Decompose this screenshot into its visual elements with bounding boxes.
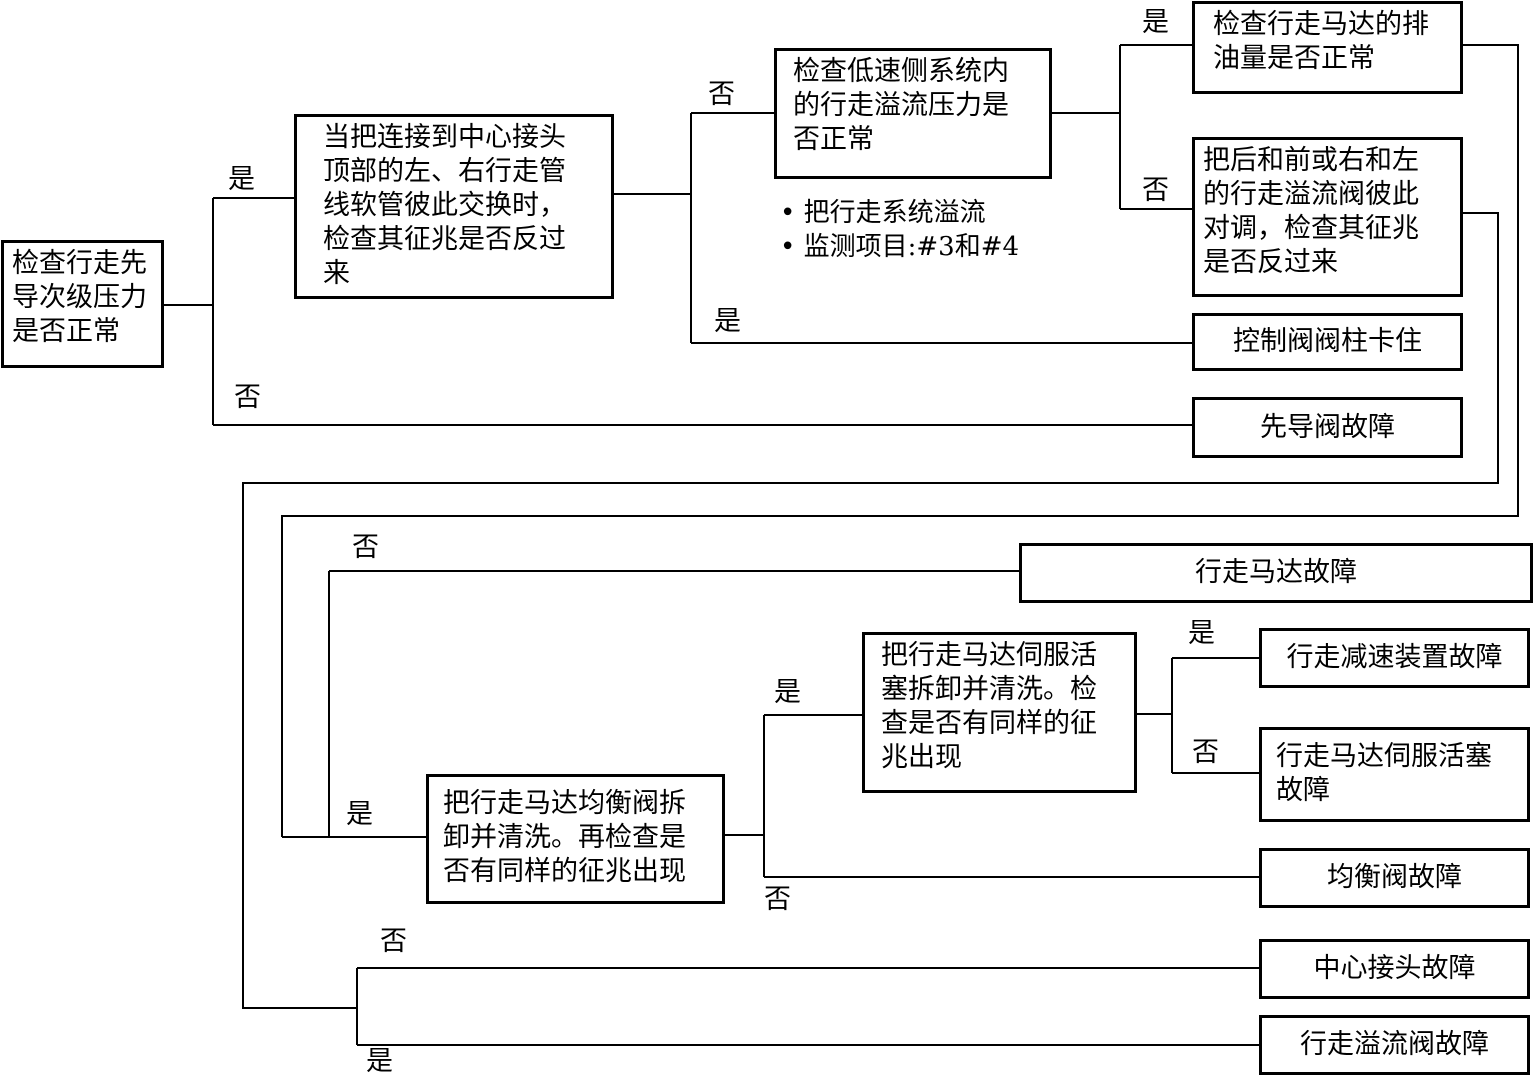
note-item: 监测项目:#3和#4 bbox=[780, 230, 1019, 264]
pilot-fault-box: 先导阀故障 bbox=[1192, 397, 1463, 458]
servo-clean-box: 把行走马达伺服活 塞拆卸并清洗。检 查是否有同样的征 兆出现 bbox=[862, 632, 1137, 793]
relief-fault-box: 行走溢流阀故障 bbox=[1259, 1015, 1530, 1075]
spool-stuck-box: 控制阀阀柱卡住 bbox=[1192, 313, 1463, 371]
yes-label: 是 bbox=[228, 164, 255, 195]
motor-fault-box: 行走马达故障 bbox=[1019, 543, 1533, 603]
yes-label: 是 bbox=[1142, 7, 1169, 38]
yes-label: 是 bbox=[714, 306, 741, 337]
note-item: 把行走系统溢流 bbox=[780, 196, 1019, 230]
no-label: 否 bbox=[352, 532, 379, 563]
no-label: 否 bbox=[380, 926, 407, 957]
swap-hoses-box: 当把连接到中心接头 顶部的左、右行走管 线软管彼此交换时， 检查其征兆是否反过 … bbox=[294, 114, 614, 299]
no-label: 否 bbox=[1142, 175, 1169, 206]
swap-relief-valves-box: 把后和前或右和左 的行走溢流阀彼此 对调，检查其征兆 是否反过来 bbox=[1192, 137, 1463, 297]
start-box: 检查行走先 导次级压力 是否正常 bbox=[1, 240, 164, 368]
motor-drain-box: 检查行走马达的排 油量是否正常 bbox=[1192, 1, 1463, 94]
servo-fault-box: 行走马达伺服活塞 故障 bbox=[1259, 727, 1530, 822]
reducer-fault-box: 行走减速装置故障 bbox=[1259, 628, 1530, 688]
low-side-relief-box: 检查低速侧系统内 的行走溢流压力是 否正常 bbox=[774, 48, 1052, 179]
yes-label: 是 bbox=[1188, 618, 1215, 649]
yes-label: 是 bbox=[774, 677, 801, 708]
balance-fault-box: 均衡阀故障 bbox=[1259, 848, 1530, 908]
center-joint-fault-box: 中心接头故障 bbox=[1259, 939, 1530, 999]
balance-clean-box: 把行走马达均衡阀拆 卸并清洗。再检查是 否有同样的征兆出现 bbox=[426, 774, 725, 904]
relief-notes: 把行走系统溢流 监测项目:#3和#4 bbox=[780, 196, 1019, 264]
no-label: 否 bbox=[234, 382, 261, 413]
no-label: 否 bbox=[708, 79, 735, 110]
no-label: 否 bbox=[1192, 737, 1219, 768]
yes-label: 是 bbox=[366, 1046, 393, 1077]
yes-label: 是 bbox=[346, 799, 373, 830]
no-label: 否 bbox=[764, 884, 791, 915]
